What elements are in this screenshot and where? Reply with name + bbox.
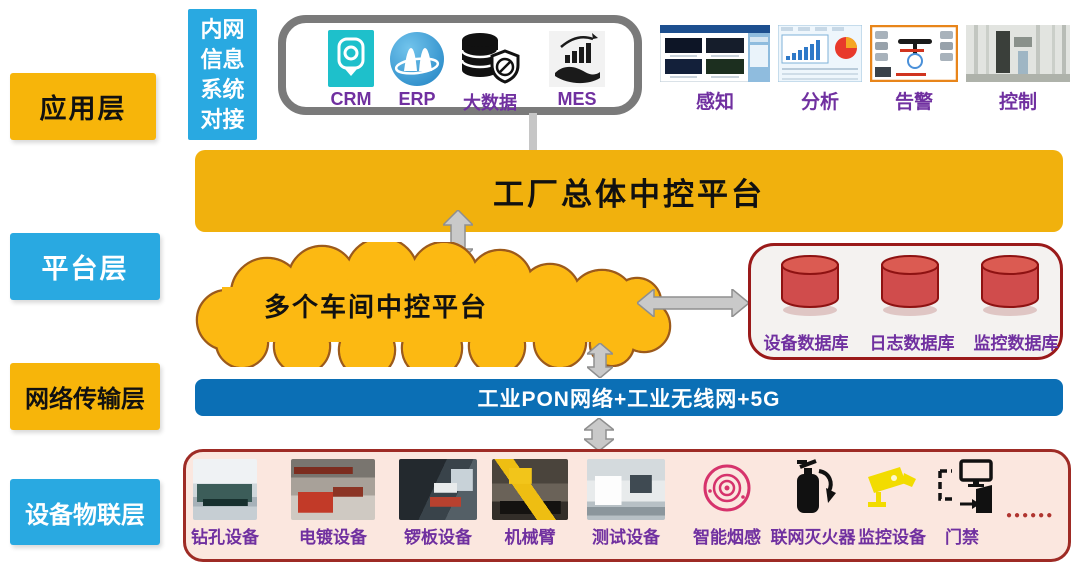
- database-label: 监控数据库: [973, 334, 1059, 353]
- intranet-systems-box: 内网 信息 系统 对接: [188, 9, 257, 140]
- access-control-icon: [938, 459, 993, 513]
- robot-arm-photo: [492, 459, 568, 520]
- crm-icon: [328, 27, 374, 87]
- more-devices-ellipsis: ●●●●●●: [1006, 510, 1055, 521]
- arrow-cloud-network: [587, 343, 613, 378]
- fire-extinguisher-icon: [797, 459, 836, 513]
- control-screenshot: [966, 25, 1070, 82]
- device-database-icon: [781, 255, 839, 316]
- function-label: 控制: [998, 92, 1037, 113]
- app-item-erp: ERP: [382, 27, 452, 110]
- app-item-bigdata: 大数据: [454, 27, 526, 115]
- layer-label-network-transport: 网络传输层: [10, 363, 160, 430]
- app-label: MES: [557, 89, 597, 109]
- app-item-crm: CRM: [316, 27, 386, 110]
- workshop-cloud-label: 多个车间中控平台: [264, 292, 489, 322]
- plating-equipment-photo: [291, 459, 375, 520]
- device-label: 监控设备: [858, 528, 926, 547]
- function-label: 告警: [894, 92, 933, 113]
- erp-icon: [389, 27, 445, 87]
- app-label: ERP: [398, 89, 436, 109]
- monitor-database-icon: [981, 255, 1039, 316]
- perception-screenshot: [660, 25, 770, 82]
- network-bar-label: 工业PON网络+工业无线网+5G: [477, 387, 781, 411]
- layer-label-platform: 平台层: [10, 233, 160, 300]
- function-label: 分析: [800, 92, 839, 113]
- function-label: 感知: [695, 92, 734, 113]
- testing-equipment-photo: [587, 459, 665, 520]
- device-label: 锣板设备: [404, 528, 472, 547]
- layer-label-device-iot: 设备物联层: [10, 479, 160, 545]
- function-item-control: 控制: [966, 25, 1070, 114]
- device-label: 门禁: [945, 528, 979, 547]
- intranet-line: 信息: [200, 47, 245, 72]
- routing-equipment-photo: [399, 459, 477, 520]
- intranet-line: 对接: [200, 107, 245, 132]
- function-item-perception: 感知: [660, 25, 770, 114]
- function-item-alarm: 告警: [870, 25, 958, 114]
- device-label: 电镀设备: [299, 528, 367, 547]
- alarm-screenshot: [870, 25, 958, 82]
- device-label: 测试设备: [592, 528, 660, 547]
- layer-label-application: 应用层: [10, 73, 156, 140]
- arrow-cloud-databases: [637, 289, 749, 317]
- network-bar: 工业PON网络+工业无线网+5G: [195, 379, 1063, 416]
- device-label: 钻孔设备: [191, 528, 259, 547]
- database-label: 日志数据库: [869, 334, 955, 353]
- intranet-line: 内网: [200, 17, 245, 42]
- apps-to-platform-connector: [529, 113, 537, 152]
- smoke-sensor-icon: [703, 464, 751, 512]
- central-platform-label: 工厂总体中控平台: [493, 176, 765, 212]
- function-item-analysis: 分析: [778, 25, 862, 114]
- arrow-network-devices: [584, 418, 614, 451]
- device-label: 智能烟感: [693, 528, 761, 547]
- device-label: 机械臂: [504, 528, 556, 547]
- central-platform-bar: 工厂总体中控平台: [195, 150, 1063, 232]
- drilling-equipment-photo: [193, 459, 257, 520]
- mes-icon: [549, 27, 605, 87]
- log-database-icon: [881, 255, 939, 316]
- database-label: 设备数据库: [763, 334, 849, 353]
- app-label: CRM: [330, 89, 372, 109]
- cctv-camera-icon: [868, 467, 916, 507]
- analysis-screenshot: [778, 25, 862, 82]
- app-label: 大数据: [463, 93, 517, 113]
- device-label: 联网灭火器: [770, 528, 856, 547]
- workshop-cloud: [195, 242, 672, 367]
- bigdata-icon: [458, 27, 522, 87]
- app-item-mes: MES: [541, 27, 613, 110]
- intranet-line: 系统: [200, 77, 245, 102]
